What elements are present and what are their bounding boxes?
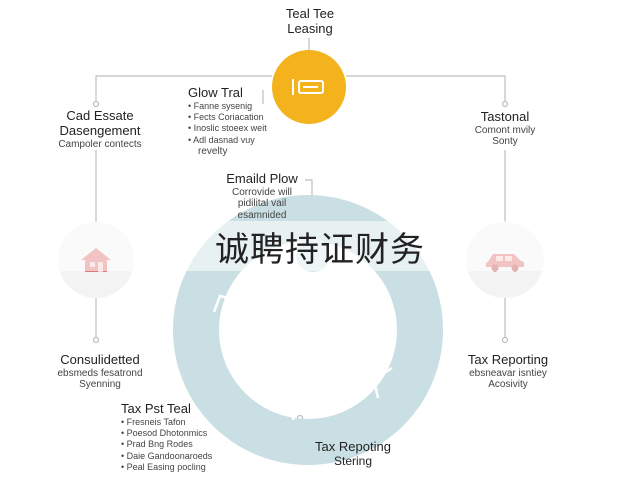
real-estate-title-2: Dasengement — [59, 122, 141, 138]
real-estate-node: Cad Essate Dasengement Campoler contects — [30, 108, 170, 150]
tastonal-title: Tastonal — [480, 109, 530, 124]
tax-pst-title: Tax Pst Teal — [121, 401, 191, 416]
real-estate-title-1: Cad Essate — [66, 108, 134, 123]
top-node: Teal Tee Leasing — [250, 6, 370, 37]
list-item: Prad Bng Rodes — [121, 439, 251, 450]
tax-reporting-right-node: Tax Reporting ebsneavar isntiey Acosivit… — [440, 352, 576, 391]
email-sub-2: pidilital vail — [237, 198, 287, 210]
consolidated-title: Consulidetted — [60, 352, 140, 367]
real-estate-sub: Campoler contects — [58, 138, 142, 150]
growth-extra: revelty — [198, 145, 228, 157]
cycle-ring — [173, 195, 443, 465]
tastonal-sub-1: Comont mvily — [474, 124, 536, 136]
list-item: Fects Coriacation — [188, 112, 318, 123]
consolidated-node: Consulidetted ebsmeds fesatrond Syenning — [30, 352, 170, 391]
tax-reporting-right-sub-1: ebsneavar isntiey — [469, 367, 547, 379]
tax-reporting-right-sub-2: Acosivity — [488, 379, 528, 391]
list-item: Adl dasnad vuy — [188, 135, 318, 146]
consolidated-sub-2: Syenning — [79, 379, 121, 391]
list-item: Poesod Dhotonmics — [121, 428, 251, 439]
tax-reporting-right-title: Tax Reporting — [467, 352, 549, 367]
list-item: Daie Gandoonaroeds — [121, 451, 251, 462]
email-node: Emaild Plow Corrovide will pidilital vai… — [212, 171, 312, 221]
recruitment-banner: 诚聘持证财务 — [0, 221, 640, 271]
list-item: Peal Easing pocling — [121, 462, 251, 473]
tax-pst-list: Fresneis Tafon Poesod Dhotonmics Prad Bn… — [121, 417, 251, 473]
tax-pst-node: Tax Pst Teal Fresneis Tafon Poesod Dhoto… — [121, 401, 251, 473]
growth-node: Glow Tral Fanne sysenig Fects Coriacatio… — [188, 85, 318, 157]
top-subtitle: Leasing — [287, 20, 333, 36]
top-title: Teal Tee — [285, 6, 335, 21]
tastonal-node: Tastonal Comont mvily Sonty — [440, 109, 570, 148]
email-title: Emaild Plow — [226, 171, 298, 186]
email-sub-3: esamnided — [237, 209, 287, 221]
growth-list: Fanne sysenig Fects Coriacation Inoslic … — [188, 101, 318, 146]
tax-reporting-bottom-node: Tax Repoting Stering — [288, 439, 418, 469]
consolidated-sub-1: ebsmeds fesatrond — [57, 367, 143, 379]
tastonal-sub-2: Sonty — [492, 136, 518, 148]
list-item: Inoslic stoeex weit — [188, 123, 318, 134]
tax-reporting-bottom-title: Tax Repoting — [315, 439, 391, 454]
list-item: Fresneis Tafon — [121, 417, 251, 428]
growth-title: Glow Tral — [188, 85, 243, 100]
list-item: Fanne sysenig — [188, 101, 318, 112]
tax-reporting-bottom-sub: Stering — [333, 453, 373, 468]
email-sub-1: Corrovide will — [231, 186, 292, 198]
